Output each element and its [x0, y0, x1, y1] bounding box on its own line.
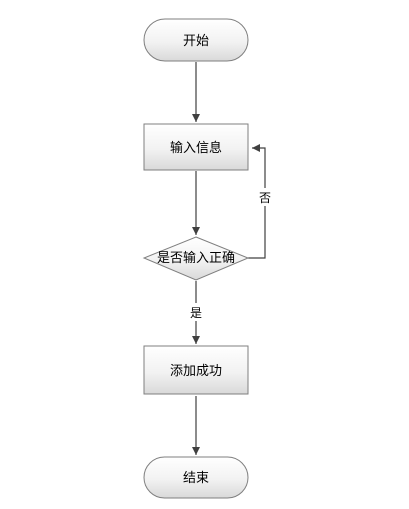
- end-node: 结束: [143, 456, 249, 499]
- edge-label-yes: 是: [190, 306, 202, 320]
- input-info-process-shape: [143, 123, 249, 171]
- yes-label-bg: [187, 303, 205, 321]
- add-success-process-shape: [143, 345, 249, 395]
- add-success-node-label: 添加成功: [170, 364, 222, 379]
- end-node-label: 结束: [183, 471, 209, 486]
- input-info-node: 输入信息: [143, 123, 249, 171]
- start-node-label: 开始: [183, 34, 209, 49]
- edge-label-no: 否: [259, 191, 271, 205]
- check-input-node: 是否输入正确: [142, 236, 250, 281]
- no-label-bg: [257, 188, 273, 206]
- start-terminator-shape: [143, 18, 249, 62]
- check-input-decision-shape: [142, 236, 250, 281]
- add-success-node: 添加成功: [143, 345, 249, 395]
- end-terminator-shape: [143, 456, 249, 499]
- input-info-node-label: 输入信息: [170, 140, 222, 156]
- start-node: 开始: [143, 18, 249, 62]
- check-input-node-label: 是否输入正确: [157, 250, 235, 266]
